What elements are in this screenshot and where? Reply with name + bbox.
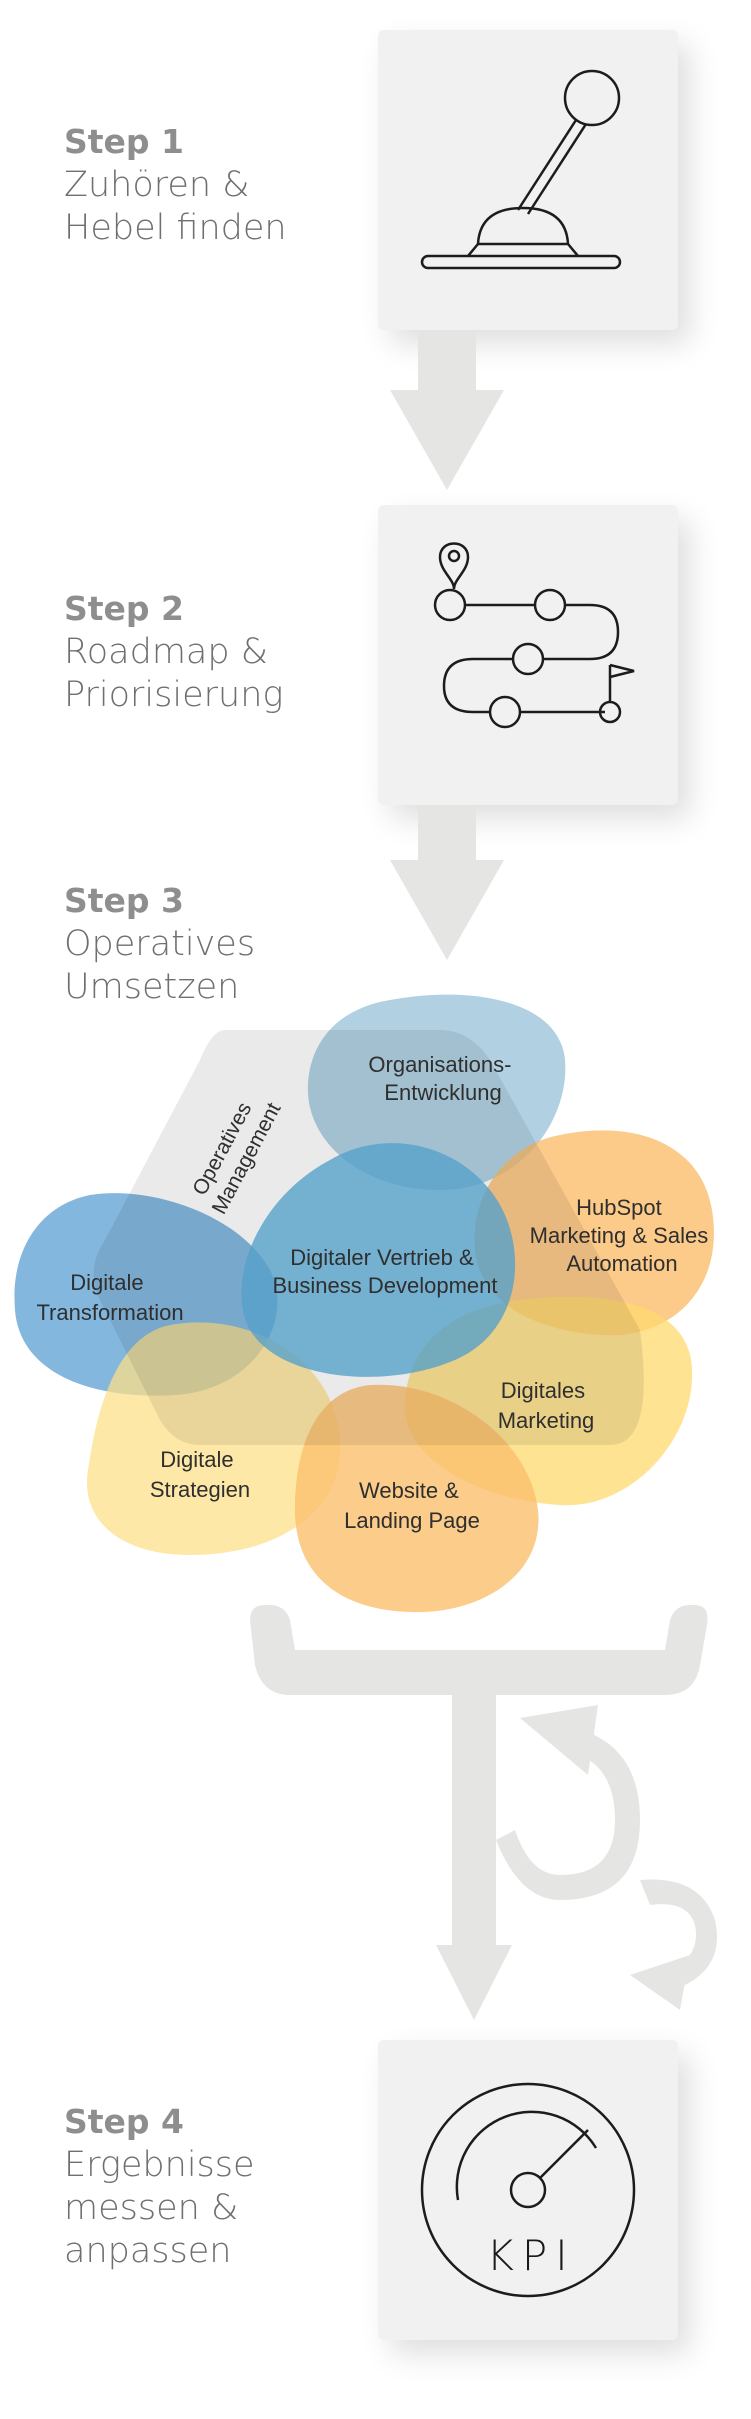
lever-icon bbox=[420, 69, 622, 270]
operatives-management-label: Operatives Management bbox=[185, 1087, 286, 1218]
step-1-number: Step 1 bbox=[64, 122, 184, 161]
area-digitale-transformation bbox=[14, 1193, 278, 1396]
area-label-organisationsentwicklung: Organisations- Entwicklung bbox=[368, 1052, 517, 1105]
area-website-landing-page bbox=[295, 1384, 539, 1613]
area-label-digitales-marketing: Digitales Marketing bbox=[498, 1378, 595, 1433]
kpi-gauge-icon: KPI bbox=[420, 2082, 636, 2298]
step-3-heading: Step 3 Operatives Umsetzen bbox=[64, 884, 255, 1009]
step-1-heading: Step 1 Zuhören & Hebel finden bbox=[64, 125, 287, 250]
roadmap-icon bbox=[433, 542, 635, 729]
step-2-title-line-1: Roadmap & bbox=[64, 632, 269, 672]
step-2-title-line-2: Priorisierung bbox=[64, 675, 284, 715]
area-label-website-landing-page: Website & Landing Page bbox=[344, 1478, 480, 1533]
step-1-card bbox=[378, 30, 678, 330]
step-4-title-line-3: anpassen bbox=[64, 2231, 232, 2271]
area-digitaler-vertrieb bbox=[241, 1143, 516, 1377]
step-4-number: Step 4 bbox=[64, 2102, 184, 2141]
area-digitales-marketing bbox=[404, 1296, 693, 1506]
area-label-digitale-strategien: Digitale Strategien bbox=[150, 1447, 250, 1502]
area-organisationsentwicklung bbox=[307, 994, 566, 1190]
step-2-heading: Step 2 Roadmap & Priorisierung bbox=[64, 592, 283, 717]
step-3-title-line-2: Umsetzen bbox=[64, 967, 240, 1007]
step-4-title-line-2: messen & bbox=[64, 2188, 239, 2228]
step-2-card bbox=[378, 505, 678, 805]
step-1-title-line-2: Hebel finden bbox=[64, 208, 287, 248]
step-4-heading: Step 4 Ergebnisse messen & anpassen bbox=[64, 2105, 255, 2273]
kpi-label: KPI bbox=[486, 2231, 575, 2280]
step-2-number: Step 2 bbox=[64, 589, 184, 628]
step-4-card: KPI bbox=[378, 2040, 678, 2340]
area-hubspot bbox=[474, 1130, 714, 1336]
area-label-hubspot: HubSpot Marketing & Sales Automation bbox=[530, 1195, 715, 1276]
operatives-management-area bbox=[93, 1030, 644, 1445]
step-4-title-line-1: Ergebnisse bbox=[64, 2145, 255, 2185]
area-label-digitaler-vertrieb: Digitaler Vertrieb & Business Developmen… bbox=[272, 1245, 497, 1298]
step-1-title-line-1: Zuhören & bbox=[64, 165, 250, 205]
area-label-digitale-transformation: Digitale Transformation bbox=[36, 1270, 183, 1325]
area-digitale-strategien bbox=[86, 1322, 341, 1555]
step-3-title-line-1: Operatives bbox=[64, 924, 256, 964]
feedback-loop-arrow bbox=[250, 1605, 717, 2020]
step-3-number: Step 3 bbox=[64, 881, 184, 920]
